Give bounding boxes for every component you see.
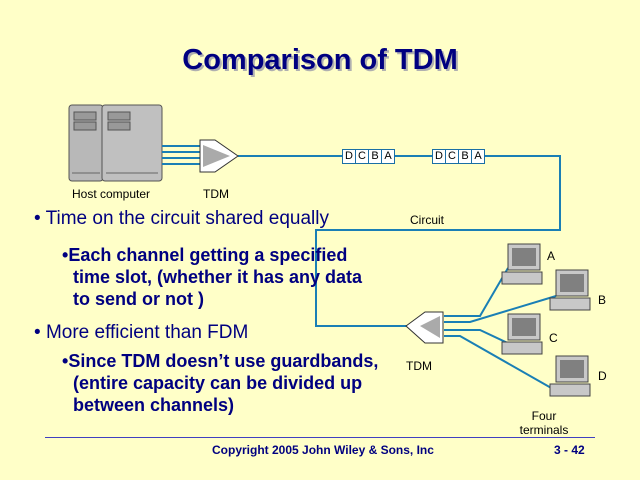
slot-c: C [356,150,369,163]
footer-divider [45,437,595,438]
terminal-label-d: D [598,369,607,383]
bullet-2-text: More efficient than FDM [45,322,249,343]
sub-bullet-2-line-3: between channels) [73,395,235,415]
terminal-label-c: C [549,331,558,345]
copyright: Copyright 2005 John Wiley & Sons, Inc [212,443,434,457]
circuit-lines [162,145,561,394]
sub-bullet-1-line-1: Each channel getting a specified [68,245,348,265]
page-number: 3 - 42 [554,443,585,457]
tdm-multiplexer-icon [199,139,239,173]
host-computer-label: Host computer [72,187,151,201]
tdm-label: TDM [203,187,229,201]
sub-bullet-2-line-2: (entire capacity can be divided up [73,373,363,393]
terminals-label-line-2: terminals [519,423,569,437]
slot-a: A [474,150,482,162]
sub-bullet-1: •Each channel getting a specified time s… [62,245,363,309]
sub-bullet-2: •Since TDM doesn’t use guardbands, (enti… [62,351,379,415]
four-terminals-label: Four terminals [516,409,572,437]
slot-c: C [446,150,459,163]
bullet-2: • More efficient than FDM [34,322,249,343]
slot-b: B [459,150,472,163]
host-computer-icon [68,104,163,182]
terminal-label-a: A [547,249,556,263]
tdm-label-2: TDM [406,359,432,373]
slot-a: A [384,150,392,162]
slot-d: D [343,150,356,163]
circuit-label: Circuit [410,213,445,227]
sub-bullet-1-line-2: time slot, (whether it has any data [73,267,363,287]
tdm-demultiplexer-icon [405,311,444,344]
slot-b: B [369,150,382,163]
slide-title: Comparison of TDM [182,44,458,76]
bullet-1-text: Time on the circuit shared equally [45,208,329,229]
sub-bullet-2-line-1: Since TDM doesn’t use guardbands, [68,351,379,371]
terminal-label-b: B [598,293,607,307]
slot-d: D [433,150,446,163]
bullet-1: • Time on the circuit shared equally [34,208,329,229]
terminals-label-line-1: Four [531,409,557,423]
sub-bullet-1-line-3: to send or not ) [73,289,204,309]
